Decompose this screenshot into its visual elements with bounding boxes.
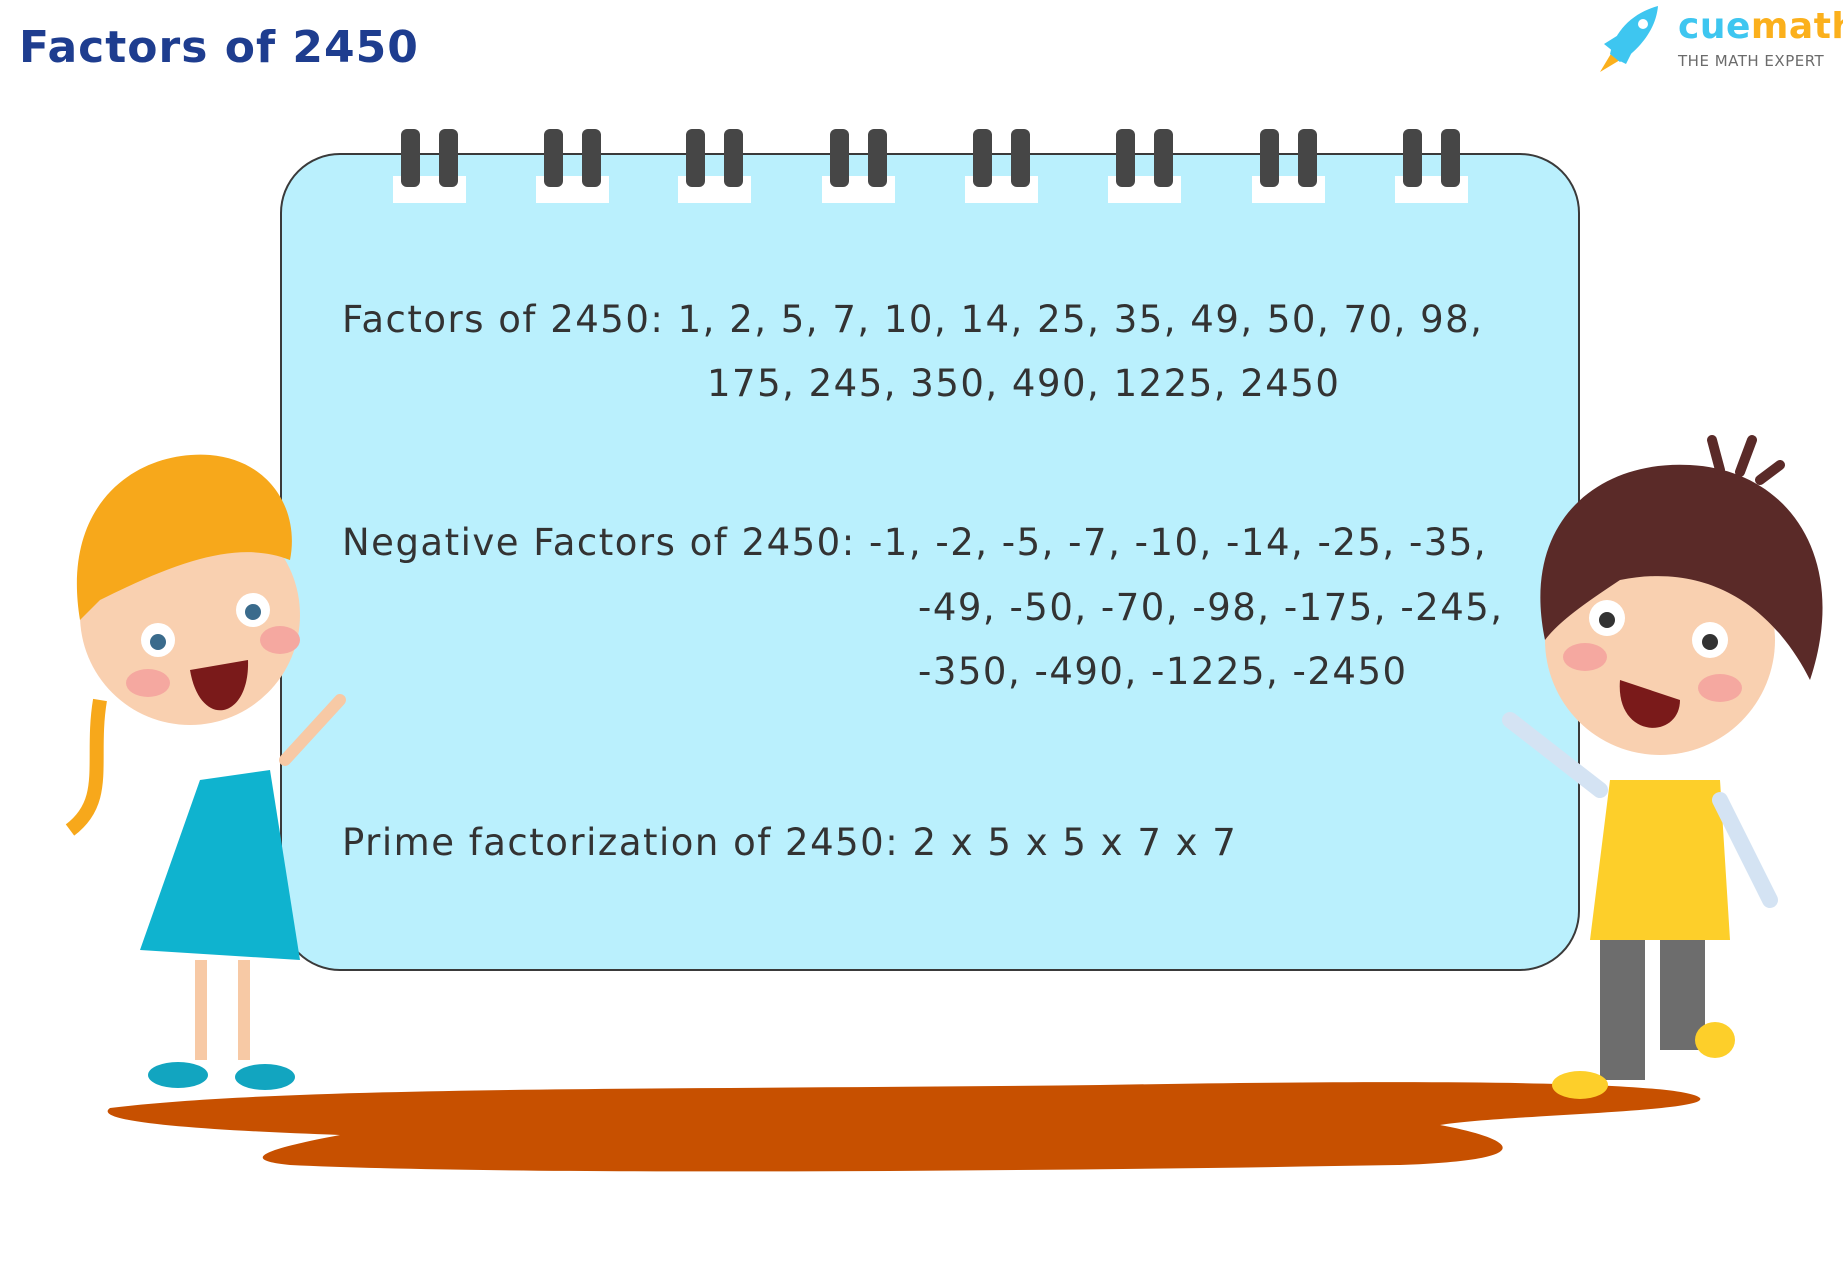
ring-bar xyxy=(1011,129,1030,187)
ring-bar xyxy=(973,129,992,187)
ring-bar xyxy=(401,129,420,187)
ring-bar xyxy=(582,129,601,187)
puddle xyxy=(107,1082,1701,1172)
girl-illustration xyxy=(65,454,346,1090)
spiral-ring xyxy=(678,129,751,204)
spiral-ring xyxy=(1395,129,1468,204)
ring-bar xyxy=(868,129,887,187)
factors-values-2: 175, 245, 350, 490, 1225, 2450 xyxy=(707,362,1341,405)
negative-line-1: Negative Factors of 2450: -1, -2, -5, -7… xyxy=(342,521,1487,564)
prime-label: Prime factorization of 2450: xyxy=(342,821,900,864)
spiral-ring xyxy=(393,129,466,204)
factors-values-1: 1, 2, 5, 7, 10, 14, 25, 35, 49, 50, 70, … xyxy=(677,298,1484,341)
rocket-icon xyxy=(1600,6,1658,72)
ring-bar xyxy=(1260,129,1279,187)
prime-value: 2 x 5 x 5 x 7 x 7 xyxy=(912,821,1238,864)
spiral-ring xyxy=(1108,129,1181,204)
factors-label: Factors of 2450: xyxy=(342,298,665,341)
ring-bar xyxy=(1154,129,1173,187)
ring-bar xyxy=(1116,129,1135,187)
notepad-board xyxy=(280,153,1580,971)
negative-values-2: -49, -50, -70, -98, -175, -245, xyxy=(918,586,1504,629)
factors-line-1: Factors of 2450: 1, 2, 5, 7, 10, 14, 25,… xyxy=(342,298,1483,341)
negative-values-3: -350, -490, -1225, -2450 xyxy=(918,650,1408,693)
ring-bar xyxy=(686,129,705,187)
cuemath-logo: cuemath THE MATH EXPERT xyxy=(1590,4,1843,72)
ring-bar xyxy=(439,129,458,187)
ring-bar xyxy=(1403,129,1422,187)
prime-line: Prime factorization of 2450: 2 x 5 x 5 x… xyxy=(342,821,1237,864)
ring-bar xyxy=(1298,129,1317,187)
ring-bar xyxy=(830,129,849,187)
negative-values-1: -1, -2, -5, -7, -10, -14, -25, -35, xyxy=(868,521,1488,564)
logo-cue: cue xyxy=(1678,6,1751,47)
spiral-ring xyxy=(822,129,895,204)
spiral-ring xyxy=(965,129,1038,204)
logo-math: math xyxy=(1750,6,1843,47)
page-title: Factors of 2450 xyxy=(19,22,419,73)
spiral-ring xyxy=(536,129,609,204)
spiral-ring xyxy=(1252,129,1325,204)
logo-tagline: THE MATH EXPERT xyxy=(1678,52,1825,70)
ring-bar xyxy=(724,129,743,187)
ring-bar xyxy=(1441,129,1460,187)
negative-label: Negative Factors of 2450: xyxy=(342,521,856,564)
boy-illustration xyxy=(1502,435,1823,1099)
logo-wordmark: cuemath xyxy=(1678,6,1843,47)
ring-bar xyxy=(544,129,563,187)
